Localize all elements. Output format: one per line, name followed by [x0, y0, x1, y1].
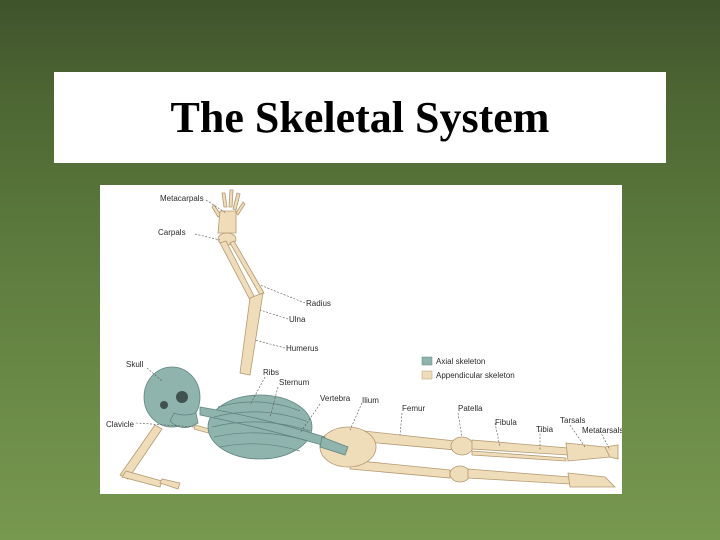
- label-carpals: Carpals: [158, 228, 186, 237]
- tibia-bone-2: [467, 468, 571, 485]
- finger-bone: [228, 189, 234, 208]
- skeleton-figure: Metacarpals Carpals Radius Ulna Humerus …: [100, 185, 622, 494]
- finger-bone: [232, 192, 241, 211]
- sacrum-bone: [319, 436, 349, 456]
- label-ribs: Ribs: [263, 368, 279, 377]
- label-tarsals: Tarsals: [560, 416, 585, 425]
- legend-axial-swatch: [421, 356, 433, 366]
- metacarpals-bone: [217, 210, 237, 234]
- label-fibula: Fibula: [495, 418, 517, 427]
- finger-bone: [221, 192, 228, 208]
- tarsals-bone: [565, 442, 611, 462]
- label-tibia: Tibia: [536, 425, 554, 434]
- ulna-bone: [229, 240, 265, 296]
- label-clavicle: Clavicle: [106, 420, 135, 429]
- eye-socket: [160, 401, 168, 409]
- foot-bone: [567, 472, 616, 488]
- patella-bone: [450, 436, 474, 456]
- leader-lines: [135, 199, 611, 451]
- skull-bone: [143, 366, 201, 428]
- label-metacarpals: Metacarpals: [160, 194, 204, 203]
- eye-socket: [176, 391, 188, 403]
- finger-bone: [235, 201, 246, 216]
- lower-arm-bone: [119, 424, 163, 480]
- label-sternum: Sternum: [279, 378, 310, 387]
- label-ulna: Ulna: [289, 315, 306, 324]
- jaw-bone: [169, 412, 199, 428]
- label-humerus: Humerus: [286, 344, 318, 353]
- legend-appendicular-swatch: [421, 370, 433, 380]
- skeleton-illustration: Metacarpals Carpals Radius Ulna Humerus …: [106, 189, 622, 490]
- patella-bone-2: [449, 465, 471, 483]
- fibula-bone: [471, 450, 567, 462]
- label-radius: Radius: [306, 299, 331, 308]
- slide-title: The Skeletal System: [170, 93, 550, 142]
- label-skull: Skull: [126, 360, 144, 369]
- title-box: The Skeletal System: [54, 72, 666, 163]
- legend-axial-label: Axial skeleton: [436, 357, 485, 366]
- legend-appendicular-label: Appendicular skeleton: [436, 371, 515, 380]
- label-vertebra: Vertebra: [320, 394, 351, 403]
- label-ilium: Ilium: [362, 396, 379, 405]
- label-metatarsals: Metatarsals: [582, 426, 622, 435]
- metatarsals-bone: [604, 444, 619, 460]
- rib-lines: [211, 401, 311, 452]
- label-patella: Patella: [458, 404, 483, 413]
- label-femur: Femur: [402, 404, 425, 413]
- hand-bone: [159, 478, 181, 490]
- humerus-bone: [239, 292, 264, 376]
